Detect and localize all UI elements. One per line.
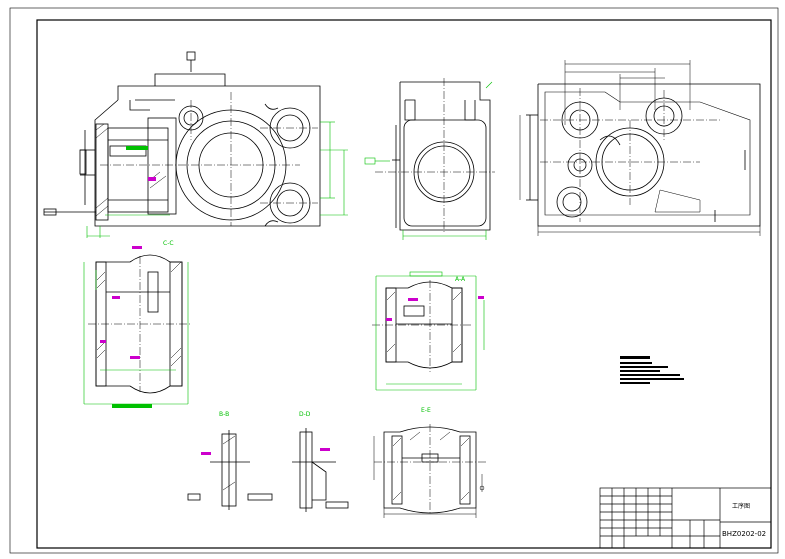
section-label-4: D-D	[299, 411, 311, 418]
section-label-2: A-A	[455, 276, 466, 283]
section-ee-centerlines	[374, 424, 486, 514]
top-view-dimensions	[519, 60, 761, 236]
top-view-centerlines	[540, 88, 720, 222]
section-bb-tag	[201, 452, 211, 455]
section-dd-tag	[320, 448, 330, 451]
outer-border	[9, 7, 779, 554]
section-cc-dimensions	[83, 262, 189, 408]
drawing-number: BHZ0202-02	[722, 530, 766, 538]
section-dd	[292, 428, 349, 512]
section-aa-centerlines	[372, 280, 472, 372]
side-view-dimensions	[364, 81, 493, 240]
section-aa-dimensions	[375, 271, 485, 391]
section-label-3: B-B	[219, 411, 229, 418]
section-bb	[187, 430, 273, 510]
front-view-tag	[148, 177, 156, 181]
section-aa-tags	[386, 296, 484, 321]
drawing-name: 工序图	[732, 502, 750, 510]
section-label-1: C-C	[163, 240, 174, 247]
title-block	[599, 487, 772, 549]
section-label-5: E-E	[421, 407, 431, 414]
section-ee-dimensions	[373, 436, 485, 518]
top-view	[526, 83, 761, 227]
side-view	[392, 81, 491, 231]
front-view-dimensions	[86, 121, 348, 238]
side-view-centerlines	[375, 78, 495, 232]
technical-notes	[620, 356, 684, 384]
section-cc-tags	[100, 246, 142, 359]
inner-border	[36, 19, 772, 549]
section-cc-centerlines	[88, 256, 190, 392]
front-view-centerlines	[100, 92, 318, 226]
front-view	[43, 51, 321, 227]
